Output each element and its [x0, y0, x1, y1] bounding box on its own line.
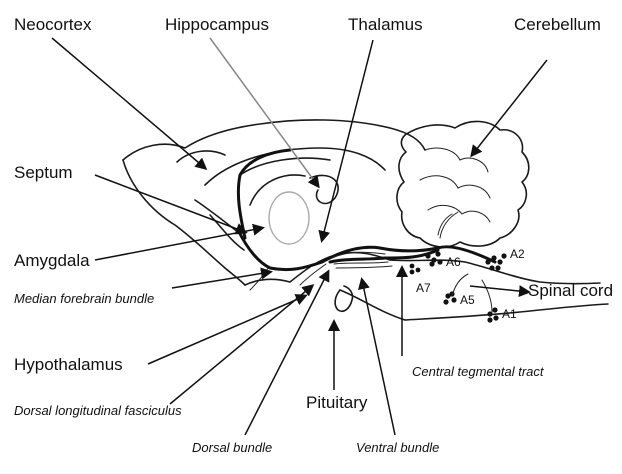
a7-label: A7: [416, 281, 431, 295]
median-forebrain-bundle-label: Median forebrain bundle: [14, 291, 154, 306]
pathways: [238, 150, 495, 290]
ventral-bundle-label: Ventral bundle: [356, 440, 439, 455]
cell-group-a5: [443, 291, 456, 304]
a5-label: A5: [460, 293, 475, 307]
septum-label: Septum: [14, 163, 73, 182]
cerebellum-label: Cerebellum: [514, 15, 601, 34]
a6-label: A6: [446, 255, 461, 269]
a2-label: A2: [510, 247, 525, 261]
cell-group-a6: [425, 251, 442, 266]
dorsal-longitudinal-fasciculus-label: Dorsal longitudinal fasciculus: [14, 403, 182, 418]
pituitary-label: Pituitary: [306, 393, 368, 412]
cell-group-a7: [410, 264, 421, 275]
amygdala-label: Amygdala: [14, 251, 90, 270]
hypothalamus-label: Hypothalamus: [14, 355, 123, 374]
central-tegmental-tract-label: Central tegmental tract: [412, 364, 545, 379]
spinal-cord-label: Spinal cord: [528, 281, 613, 300]
neocortex-label: Neocortex: [14, 15, 92, 34]
thalamus-oval: [269, 192, 309, 244]
hippocampus-label: Hippocampus: [165, 15, 269, 34]
dorsal-bundle-label: Dorsal bundle: [192, 440, 272, 455]
a1-label: A1: [502, 307, 517, 321]
thalamus-label: Thalamus: [348, 15, 423, 34]
pituitary-shape: [335, 286, 352, 311]
